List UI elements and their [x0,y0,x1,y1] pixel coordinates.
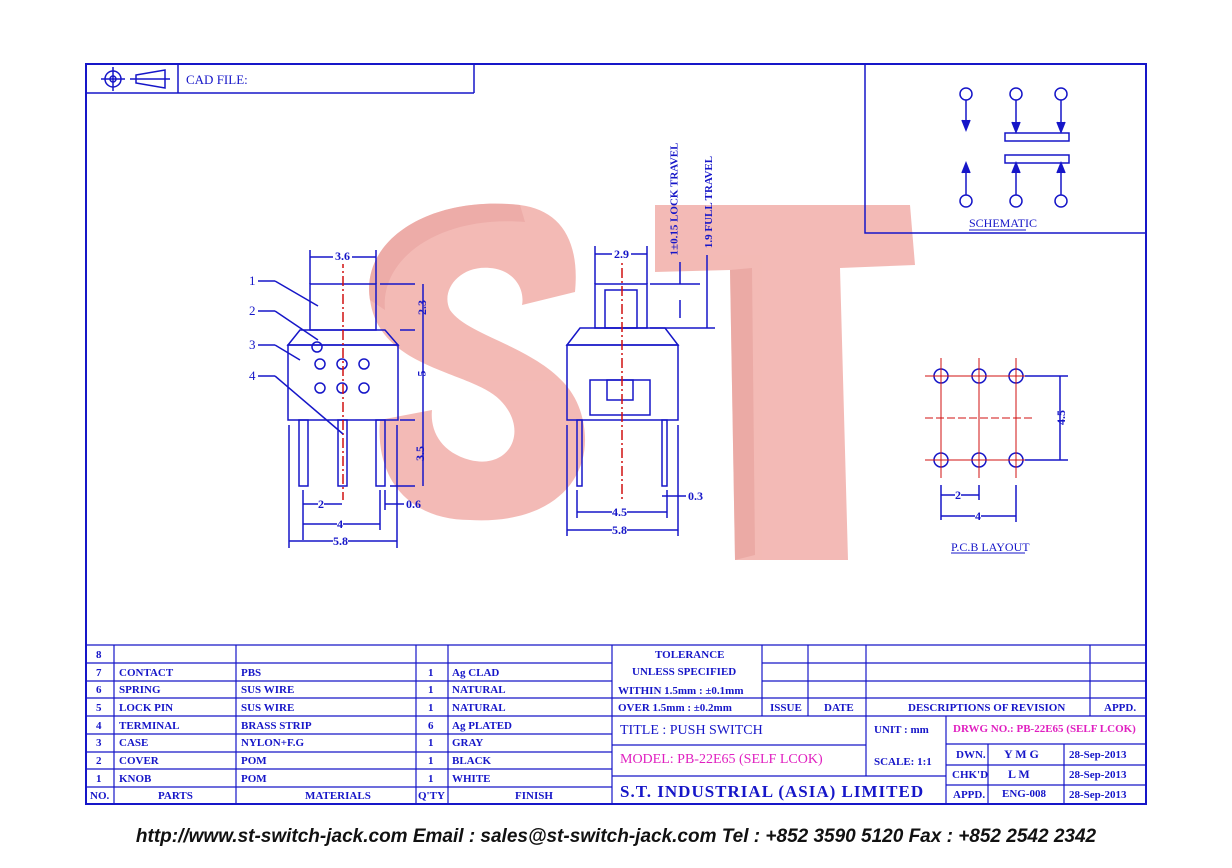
tolerance-over: OVER 1.5mm : ±0.2mm [618,702,732,714]
parts-no-cell: 1 [96,773,102,785]
callout-3: 3 [249,337,256,352]
cad-file-label: CAD FILE: [186,72,248,87]
company-name: S.T. INDUSTRIAL (ASIA) LIMITED [620,782,925,801]
dwn-date: 28-Sep-2013 [1069,749,1127,761]
parts-material-cell: SUS WIRE [241,684,295,696]
parts-material-cell: PBS [241,667,262,679]
schematic-label: SCHEMATIC [969,216,1038,230]
parts-finish-cell: NATURAL [452,702,506,714]
parts-part-cell: KNOB [119,773,152,785]
revision-date: DATE [824,702,854,714]
parts-qty-cell: 6 [428,720,434,732]
dim-side-pin-span: 4.5 [612,505,627,520]
parts-part-cell: CONTACT [119,667,174,679]
parts-finish-cell: BLACK [452,755,492,767]
parts-finish-cell: NATURAL [452,684,506,696]
parts-material-cell: POM [241,755,267,767]
callout-1: 1 [249,273,256,288]
parts-finish-cell: WHITE [452,773,491,785]
unit-label: UNIT : mm [874,724,929,736]
schematic-diagram [959,87,1070,208]
dwn-label: DWN. [956,749,986,761]
parts-no-cell: 7 [96,667,102,679]
chk-date: 28-Sep-2013 [1069,769,1127,781]
dim-pin-thickness: 0.3 [688,489,703,503]
projection-symbol-icon [101,67,170,91]
tolerance-within: WITHIN 1.5mm : ±0.1mm [618,685,744,697]
parts-part-cell: COVER [119,755,159,767]
callout-4: 4 [249,368,256,383]
parts-qty-cell: 1 [428,684,434,696]
parts-part-cell: CASE [119,737,149,749]
parts-part-cell: LOCK PIN [119,702,174,714]
drawing-border [85,63,1147,805]
pcb-layout-diagram [925,358,1068,522]
parts-material-cell: BRASS STRIP [241,720,312,732]
appd-code: ENG-008 [1002,788,1046,800]
drawing-title: TITLE : PUSH SWITCH [620,723,763,738]
parts-material-cell: POM [241,773,267,785]
parts-finish-cell: Ag CLAD [452,667,500,679]
dim-front-total-width: 5.8 [333,534,348,549]
header-qty: Q'TY [418,790,445,802]
appd-date: 28-Sep-2013 [1069,789,1127,801]
parts-qty-cell: 1 [428,755,434,767]
header-no: NO. [90,790,110,802]
parts-finish-cell: Ag PLATED [452,720,512,732]
header-parts: PARTS [158,790,193,802]
parts-qty-cell: 1 [428,667,434,679]
dwn-initials: Y M G [1004,747,1039,761]
pcb-layout-label: P.C.B LAYOUT [951,540,1030,554]
callout-2: 2 [249,303,256,318]
contact-footer: http://www.st-switch-jack.com Email : sa… [135,826,1097,847]
dim-body-height: 5 [414,370,429,377]
header-materials: MATERIALS [305,790,371,802]
dim-pcb-row-gap: 4.5 [1054,410,1068,425]
revision-issue: ISSUE [770,702,802,714]
parts-qty-cell: 1 [428,773,434,785]
parts-part-cell: TERMINAL [119,720,180,732]
dim-pcb-span: 4 [975,509,981,524]
dim-knob-height: 2.3 [415,300,429,315]
parts-material-cell: SUS WIRE [241,702,295,714]
parts-qty-cell: 1 [428,737,434,749]
parts-no-cell: 8 [96,649,102,661]
scale-label: SCALE: 1:1 [874,756,932,768]
dim-pin-length: 3.5 [413,446,427,461]
parts-no-cell: 4 [96,720,102,732]
parts-no-cell: 6 [96,684,102,696]
full-travel-label: 1.9 FULL TRAVEL [703,155,716,249]
revision-desc: DESCRIPTIONS OF REVISION [908,702,1066,714]
st-logo-watermark [369,203,915,560]
parts-qty-cell: 1 [428,702,434,714]
chk-label: CHK'D [952,769,989,781]
dim-side-width-top: 2.9 [612,247,631,262]
dim-pin-width: 0.6 [406,497,421,511]
revision-appd: APPD. [1104,702,1137,714]
parts-material-cell: NYLON+F.G [241,737,305,749]
lock-travel-label: 1±0.15 LOCK TRAVEL [668,142,681,256]
title-block-grid [86,644,1146,804]
drawing-number: DRWG NO.: PB-22E65 (SELF LCOK) [953,723,1136,735]
tolerance-title: TOLERANCE [655,649,725,661]
chk-initials: L M [1008,767,1030,781]
parts-part-cell: SPRING [119,684,161,696]
parts-no-cell: 3 [96,737,102,749]
drawing-model: MODEL: PB-22E65 (SELF LCOK) [620,752,823,767]
dim-front-width-top: 3.6 [333,249,352,264]
parts-finish-cell: GRAY [452,737,484,749]
dim-side-total-width: 5.8 [612,523,627,538]
tolerance-sub: UNLESS SPECIFIED [632,666,737,678]
dim-pcb-pitch: 2 [955,488,961,503]
parts-no-cell: 2 [96,755,102,767]
appd-label: APPD. [953,789,986,801]
parts-no-cell: 5 [96,702,102,714]
header-finish: FINISH [515,790,553,802]
dim-pin-span: 4 [337,517,343,532]
dim-pin-pitch: 2 [318,497,324,512]
